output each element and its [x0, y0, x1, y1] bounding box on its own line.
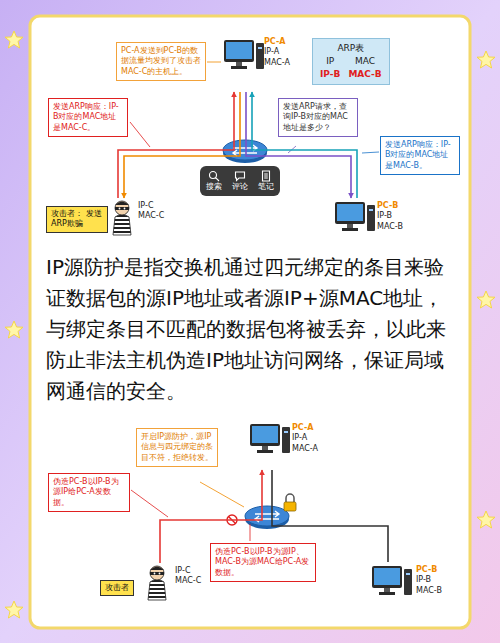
computer-icon — [372, 566, 412, 595]
leader-line — [362, 152, 379, 153]
callout-text: PC-A发送到PC-B的数据流量均发到了攻击者MAC-C的主机上。 — [121, 46, 201, 77]
host-label: MAC-A — [292, 444, 318, 454]
table-cell: MAC — [348, 55, 381, 68]
host-label: MAC-C — [175, 576, 201, 586]
attacker-figure — [113, 201, 131, 235]
callout-text: 伪造PC-B以IP-B为源IP给PC-A发数据。 — [53, 477, 125, 508]
menu-icon — [234, 170, 246, 182]
table-cell: IP — [320, 55, 340, 68]
menu-item: 搜索 — [206, 170, 222, 192]
host-label: IP-B — [377, 211, 403, 221]
menu-icon — [208, 170, 220, 182]
callout-node: PC-A发送到PC-B的数据流量均发到了攻击者MAC-C的主机上。 — [116, 42, 206, 81]
computer-icon — [250, 424, 290, 453]
callout-text: 开启IP源防护，源IP信息与四元绑定的条目不符，拒绝转发。 — [141, 432, 213, 463]
connector — [118, 92, 234, 198]
host-label: PC-B — [416, 565, 442, 575]
host-node: IP-CMAC-C — [108, 198, 166, 238]
callout-node: 伪造PC-B以IP-B为源IP给PC-A发数据。 — [48, 473, 130, 512]
host-label: IP-C — [138, 201, 164, 211]
body-text: IP源防护是指交换机通过四元绑定的条目来验证数据包的源IP地址或者源IP+源MA… — [46, 252, 458, 407]
leader-line — [207, 62, 221, 63]
leader-line — [200, 482, 244, 507]
host-node: PC-AIP-AMAC-A — [248, 420, 320, 470]
attacker-tag: 攻击者 — [105, 583, 129, 593]
leader-line — [250, 524, 251, 541]
callout-text: 发送ARP响应：IP-B对应的MAC地址是MAC-C。 — [53, 102, 123, 133]
host-label: IP-A — [264, 47, 290, 57]
menu-label: 笔记 — [258, 182, 274, 192]
host-label: PC-B — [377, 201, 403, 211]
host-label: IP-A — [292, 433, 318, 443]
attacker-figure — [148, 566, 166, 600]
star — [5, 31, 23, 48]
computer-icon — [335, 202, 375, 231]
leader-line — [130, 122, 150, 147]
attacker-tag: 攻击者： 发送ARP欺骗 — [51, 209, 103, 230]
popup-node: 搜索评论笔记 — [200, 166, 280, 196]
arp-node: ARP表IP MAC IP-B MAC-B — [312, 38, 390, 85]
host-node: PC-AIP-AMAC-A — [222, 34, 292, 92]
star — [5, 601, 23, 618]
callout-node: 发送ARP响应：IP-B对应的MAC地址是MAC-B。 — [380, 136, 460, 175]
table-cell: IP-B — [320, 68, 340, 81]
star — [477, 511, 495, 528]
star — [477, 51, 495, 68]
star — [5, 321, 23, 338]
computer-icon — [224, 40, 264, 69]
tag-node: 攻击者 — [100, 580, 134, 596]
host-label: IP-B — [416, 575, 442, 585]
host-label: IP-C — [175, 566, 201, 576]
menu-icon — [260, 170, 272, 182]
host-label: MAC-B — [416, 586, 442, 596]
menu-item: 笔记 — [258, 170, 274, 192]
menu-label: 评论 — [232, 182, 248, 192]
leader-line — [131, 490, 168, 517]
host-node: IP-CMAC-C — [143, 563, 203, 603]
table-cell: ARP表 — [320, 42, 382, 55]
host-label: MAC-A — [264, 58, 290, 68]
connector — [252, 92, 357, 198]
callout-node: 发送ARP请求，查询IP-B对应的MAC地址是多少？ — [278, 98, 358, 137]
host-label: MAC-B — [377, 222, 403, 232]
tag-node: 攻击者： 发送ARP欺骗 — [46, 206, 108, 233]
menu-item: 评论 — [232, 170, 248, 192]
callout-text: 伪造PC-B以IP-B为源IP、MAC-B为源MAC给PC-A发数据。 — [215, 547, 311, 578]
table-cell: MAC-B — [348, 68, 381, 81]
host-label: MAC-C — [138, 211, 164, 221]
card — [30, 16, 470, 628]
host-node: PC-BIP-BMAC-B — [333, 198, 405, 244]
callout-text: 发送ARP响应：IP-B对应的MAC地址是MAC-B。 — [385, 140, 455, 171]
host-label: PC-A — [264, 37, 290, 47]
callout-text: 发送ARP请求，查询IP-B对应的MAC地址是多少？ — [283, 102, 353, 133]
callout-node: 伪造PC-B以IP-B为源IP、MAC-B为源MAC给PC-A发数据。 — [210, 543, 316, 582]
host-node: PC-BIP-BMAC-B — [370, 562, 444, 608]
callout-node: 开启IP源防护，源IP信息与四元绑定的条目不符，拒绝转发。 — [136, 428, 218, 467]
star — [477, 291, 495, 308]
lock-icon — [284, 494, 296, 511]
switch-icon — [223, 140, 267, 163]
host-label: PC-A — [292, 423, 318, 433]
callout-node: 发送ARP响应：IP-B对应的MAC地址是MAC-C。 — [48, 98, 128, 137]
menu-label: 搜索 — [206, 182, 222, 192]
